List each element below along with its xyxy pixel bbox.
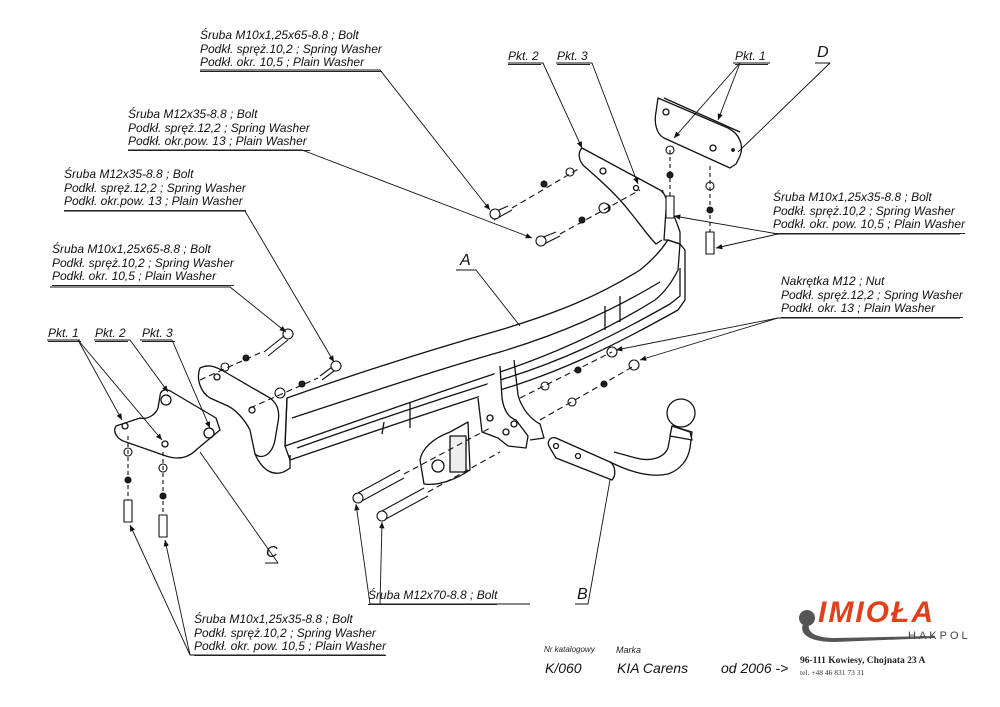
callout-line: Podkł. okr. 10,5 ; Plain Washer <box>200 55 382 72</box>
bracket-d <box>654 97 743 169</box>
part-label-a: A <box>460 252 471 269</box>
callout-bottom-bolt-m12x70: Śruba M12x70-8.8 ; Bolt <box>368 588 498 605</box>
callout-line: Podkł. okr.pow. 13 ; Plain Washer <box>64 194 246 211</box>
callout-line: Śruba M10x1,25x35-8.8 ; Bolt <box>194 612 353 626</box>
callout-line: Podkł. spręż.12,2 ; Spring Washer <box>64 180 246 195</box>
callout-line: Śruba M12x35-8.8 ; Bolt <box>128 107 258 121</box>
callout-line: Śruba M10x1,25x35-8.8 ; Bolt <box>773 190 932 204</box>
part-label-d: D <box>817 44 829 61</box>
callout-line: Podkł. spręż.10,2 ; Spring Washer <box>200 41 382 56</box>
point-label-left-2: Pkt. 2 <box>95 326 128 342</box>
catalog-number-value: K/060 <box>545 660 582 676</box>
company-phone: tel. +48 46 831 73 31 <box>800 668 865 677</box>
point-label-top-2: Pkt. 2 <box>508 49 541 65</box>
point-label-left-1: Pkt. 1 <box>48 326 81 342</box>
catalog-number-label: Nr katalogowy <box>544 645 595 654</box>
callout-line: Podkł. spręż.10,2 ; Spring Washer <box>52 255 234 270</box>
bracket-c <box>114 389 221 459</box>
point-label-top-3: Pkt. 3 <box>557 49 590 65</box>
callout-line: Podkł. spręż.10,2 ; Spring Washer <box>194 625 376 640</box>
callout-line: Podkł. okr. pow. 10,5 ; Plain Washer <box>194 639 387 656</box>
tow-ball-swoosh-icon <box>799 610 935 642</box>
socket-plate <box>419 421 471 486</box>
callout-line: Nakrętka M12 ; Nut <box>781 274 885 288</box>
left-side-plate <box>197 365 291 474</box>
company-address: 96-111 Kowiesy, Chojnata 23 A <box>800 656 926 666</box>
callout-line: Podkł. okr. 13 ; Plain Washer <box>781 301 963 318</box>
year-value: od 2006 -> <box>721 660 789 676</box>
brand-value: KIA Carens <box>617 660 689 676</box>
callout-line: Podkł. spręż.12,2 ; Spring Washer <box>781 287 963 302</box>
callout-line: Śruba M10x1,25x65-8.8 ; Bolt <box>200 28 359 42</box>
part-label-c: C <box>266 544 278 561</box>
callout-left-bolt-m10x65: Śruba M10x1,25x65-8.8 ; Bolt Podkł. sprę… <box>52 242 234 286</box>
callout-line: Śruba M12x35-8.8 ; Bolt <box>64 167 194 181</box>
callout-line: Podkł. spręż.10,2 ; Spring Washer <box>773 203 955 218</box>
part-label-b: B <box>577 586 588 603</box>
callout-left-bolt-m12x35: Śruba M12x35-8.8 ; Bolt Podkł. spręż.12,… <box>64 167 246 211</box>
logo-wordmark: IMIOŁA <box>818 596 935 629</box>
callout-line: Podkł. okr. pow. 10,5 ; Plain Washer <box>773 217 966 234</box>
callout-line: Śruba M10x1,25x65-8.8 ; Bolt <box>52 242 211 256</box>
brand-label: Marka <box>616 645 642 655</box>
callout-line: Podkł. spręż.12,2 ; Spring Washer <box>128 120 310 135</box>
callout-line: Podkł. okr. 10,5 ; Plain Washer <box>52 269 234 286</box>
fasteners <box>123 145 715 538</box>
center-bracket <box>477 359 545 449</box>
callout-line: Śruba M12x70-8.8 ; Bolt <box>368 588 498 605</box>
logo-subtitle: HAKPOL <box>908 630 971 642</box>
point-label-top-1: Pkt. 1 <box>735 49 768 65</box>
callout-top-bolt-m10x65: Śruba M10x1,25x65-8.8 ; Bolt Podkł. sprę… <box>200 28 382 72</box>
tow-ball-b <box>547 398 696 481</box>
point-label-left-3: Pkt. 3 <box>142 326 175 342</box>
callout-right-bolt-m10x35: Śruba M10x1,25x35-8.8 ; Bolt Podkł. sprę… <box>773 190 966 234</box>
callout-bottom-bolt-m10x35: Śruba M10x1,25x35-8.8 ; Bolt Podkł. sprę… <box>194 612 387 656</box>
callout-upper-bolt-m12x35: Śruba M12x35-8.8 ; Bolt Podkł. spręż.12,… <box>128 107 310 151</box>
callout-right-nut-m12: Nakrętka M12 ; Nut Podkł. spręż.12,2 ; S… <box>781 274 963 318</box>
callout-line: Podkł. okr.pow. 13 ; Plain Washer <box>128 134 310 151</box>
